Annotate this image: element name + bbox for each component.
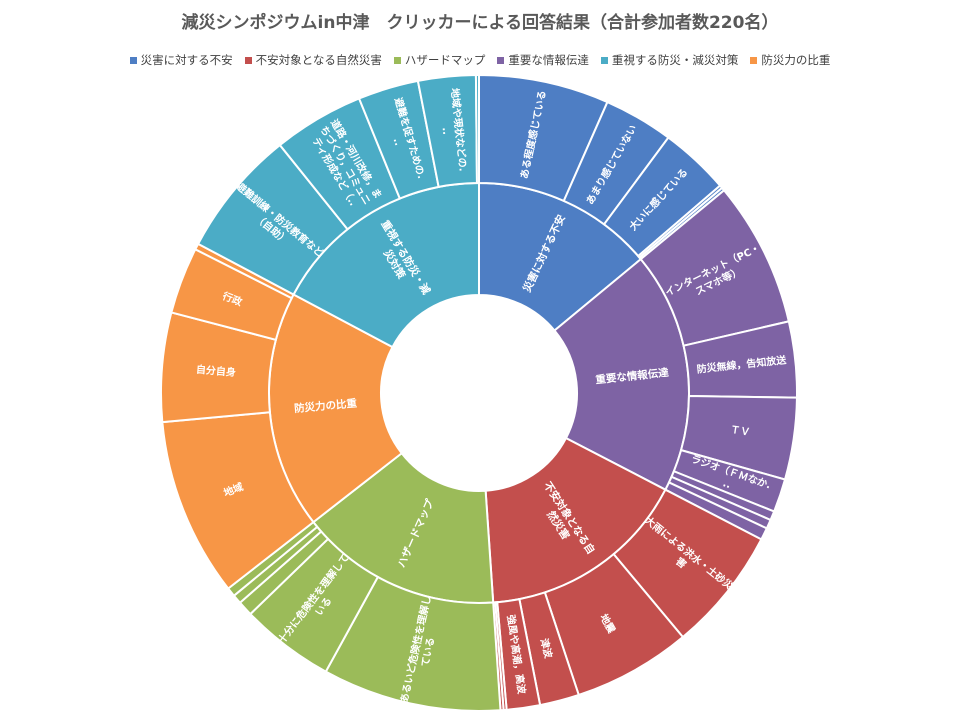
legend-label: 災害に対する不安: [140, 53, 233, 67]
legend-swatch: [497, 56, 505, 64]
legend-item-info-transmission[interactable]: 重要な情報伝達: [497, 52, 589, 68]
legend-swatch: [129, 56, 137, 64]
chart-title: 減災シンポジウムin中津 クリッカーによる回答結果（合計参加者数220名）: [181, 13, 779, 33]
inner-segment-label: 防災力の比重: [294, 397, 358, 415]
legend-label: ハザードマップ: [404, 53, 486, 67]
legend-item-countermeasures[interactable]: 重視する防災・減災対策: [600, 52, 739, 68]
outer-segment-label: 自分自身: [195, 363, 236, 379]
outer-segment[interactable]: [474, 73, 480, 185]
legend: 災害に対する不安 不安対象となる自然災害 ハザードマップ 重要な情報伝達 重視す…: [0, 52, 960, 68]
outer-segment-label: ＴＶ: [729, 424, 751, 439]
legend-label: 重視する防災・減災対策: [611, 53, 739, 67]
legend-item-hazard-map[interactable]: ハザードマップ: [393, 52, 486, 68]
legend-swatch: [393, 56, 401, 64]
legend-swatch: [750, 56, 758, 64]
legend-swatch: [244, 56, 252, 64]
legend-item-disaster-power[interactable]: 防災力の比重: [750, 52, 830, 68]
legend-label: 不安対象となる自然災害: [255, 53, 382, 67]
legend-label: 防災力の比重: [761, 53, 831, 67]
legend-item-disaster-anxiety[interactable]: 災害に対する不安: [129, 52, 233, 68]
legend-swatch: [600, 56, 608, 64]
legend-item-natural-disaster[interactable]: 不安対象となる自然災害: [244, 52, 382, 68]
legend-label: 重要な情報伝達: [508, 53, 589, 67]
